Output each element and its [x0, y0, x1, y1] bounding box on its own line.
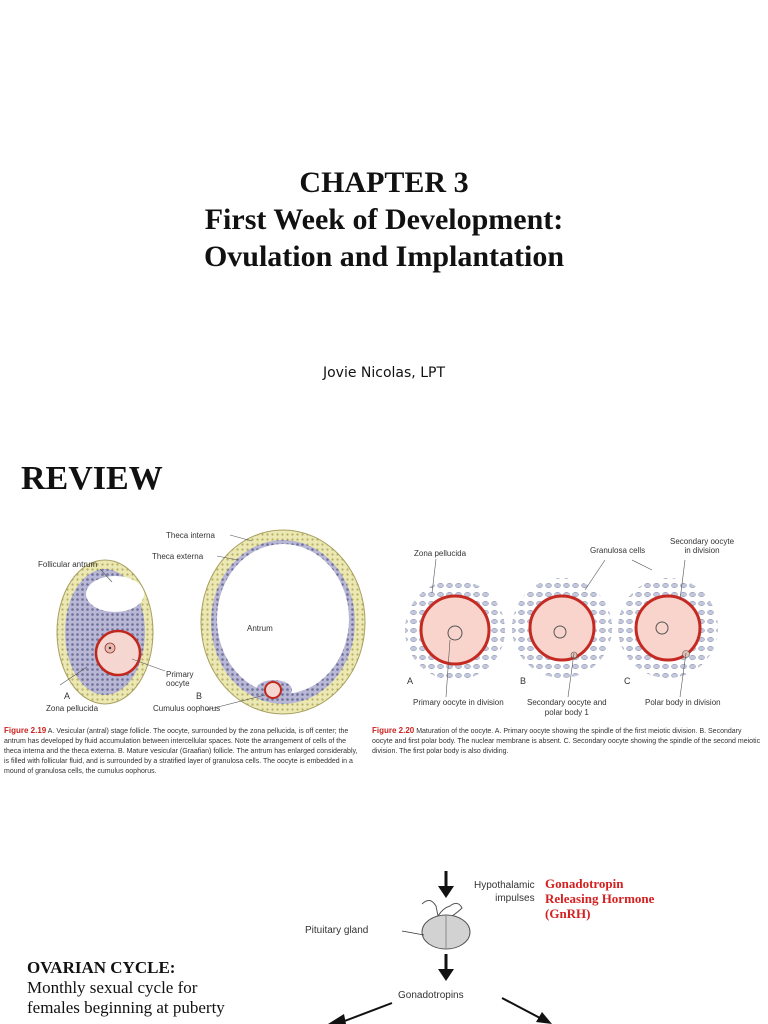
figure-2-19-text: A. Vesicular (antral) stage follicle. Th… — [4, 728, 358, 775]
label-primary-oocyte: Primary oocyte — [166, 670, 194, 688]
label-gonadotropins: Gonadotropins — [398, 990, 464, 1001]
label-a: A — [64, 691, 71, 701]
label-polar-body-division: Polar body in division — [645, 698, 721, 707]
label-secondary-oocyte-division: Secondary oocyte in division — [670, 537, 735, 555]
label-follicular-antrum: Follicular antrum — [38, 560, 98, 569]
ovarian-cycle-line-2: females beginning at puberty — [27, 998, 225, 1017]
chapter-title-line-1: First Week of Development: — [204, 203, 564, 236]
figure-2-19-title: Figure 2.19 — [4, 726, 47, 735]
label-b-2: B — [520, 676, 527, 686]
label-cumulus-oophorus: Cumulus oophorus — [153, 704, 221, 713]
label-pituitary-gland: Pituitary gland — [305, 925, 369, 936]
label-granulosa-cells: Granulosa cells — [590, 546, 646, 555]
label-theca-interna: Theca interna — [166, 531, 215, 540]
author-name: Jovie Nicolas, LPT — [322, 365, 445, 381]
figure-2-20-title: Figure 2.20 — [372, 726, 415, 735]
label-theca-externa: Theca externa — [152, 552, 204, 561]
label-b: B — [196, 691, 203, 701]
ovarian-cycle-line-1: Monthly sexual cycle for — [27, 978, 198, 997]
label-hypothalamic-impulses: Hypothalamic impulses — [474, 880, 535, 904]
oocyte-maturation-illustration — [405, 558, 718, 698]
figure-2-20-caption: Figure 2.20 Maturation of the oocyte. A.… — [372, 726, 764, 757]
follicle-illustration — [56, 529, 366, 715]
label-c: C — [624, 676, 631, 686]
label-zona-pellucida: Zona pellucida — [46, 704, 99, 713]
chapter-title-line-2: Ovulation and Implantation — [203, 240, 565, 273]
label-antrum: Antrum — [247, 624, 273, 633]
hormone-pathway-diagram — [328, 871, 552, 1024]
label-gnrh: Gonadotropin Releasing Hormone (GnRH) — [545, 876, 655, 921]
label-a-2: A — [407, 676, 414, 686]
figure-2-20-text: Maturation of the oocyte. A. Primary ooc… — [372, 728, 761, 755]
chapter-title: CHAPTER 3 First Week of Development: Ovu… — [0, 164, 768, 275]
review-heading: REVIEW — [21, 460, 163, 497]
ovarian-cycle-block: OVARIAN CYCLE: Monthly sexual cycle for … — [27, 958, 225, 1018]
ovarian-cycle-heading: OVARIAN CYCLE: — [27, 958, 176, 977]
label-secondary-oocyte-polar-body: Secondary oocyte and polar body 1 — [527, 698, 607, 717]
pituitary-gland-icon — [421, 900, 471, 950]
label-zona-pellucida-2: Zona pellucida — [414, 549, 467, 558]
chapter-number: CHAPTER 3 — [299, 166, 469, 199]
label-primary-oocyte-division: Primary oocyte in division — [413, 698, 504, 707]
figure-2-19-caption: Figure 2.19 A. Vesicular (antral) stage … — [4, 726, 364, 777]
